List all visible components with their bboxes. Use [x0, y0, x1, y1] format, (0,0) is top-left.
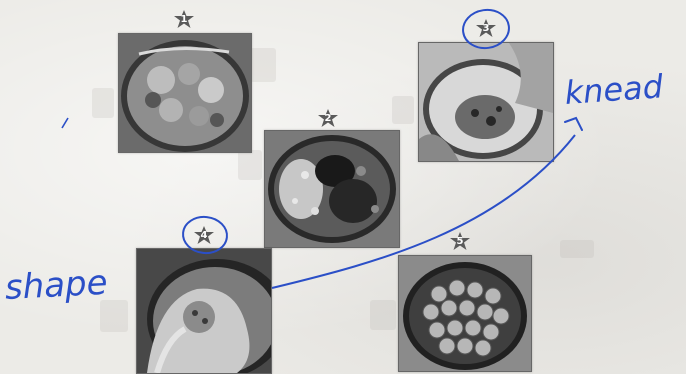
handwritten-knead-label: knead [563, 67, 664, 112]
show-through-mark [100, 300, 128, 332]
step-3-number: 3 [483, 24, 490, 34]
step-5-badge: 5 [450, 232, 470, 252]
step-2-badge: 2 [318, 109, 338, 129]
step-4-photo [136, 248, 272, 374]
step-3-photo [418, 42, 554, 162]
handwritten-shape-label: shape [4, 263, 109, 308]
step-5-number: 5 [457, 237, 464, 247]
step-1-number: 1 [181, 15, 188, 25]
step-2-photo [264, 130, 400, 248]
step-4-number: 4 [201, 231, 208, 241]
stray-pen-mark [62, 118, 68, 128]
step-1-badge: 1 [174, 10, 194, 30]
show-through-mark [392, 96, 414, 124]
step-5-photo [398, 255, 532, 372]
connector-arrow-head [565, 118, 582, 130]
step-4-badge: 4 [194, 226, 214, 246]
show-through-mark [560, 240, 594, 258]
show-through-mark [250, 48, 276, 82]
step-2-number: 2 [325, 114, 332, 124]
step-1-photo [118, 33, 252, 153]
show-through-mark [238, 150, 262, 180]
step-3-badge: 3 [476, 19, 496, 39]
show-through-mark [370, 300, 396, 330]
show-through-mark [92, 88, 114, 118]
